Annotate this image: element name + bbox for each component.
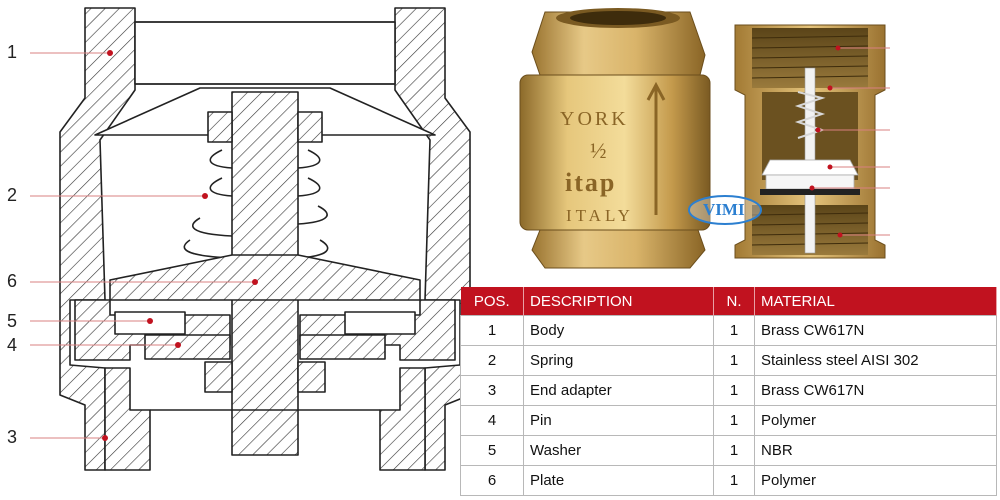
cell-material: Stainless steel AISI 302 xyxy=(754,345,997,376)
table-row: 2 Spring 1 Stainless steel AISI 302 xyxy=(460,345,997,376)
leader-dots xyxy=(102,50,258,441)
table-row: 3 End adapter 1 Brass CW617N xyxy=(460,375,997,406)
pin-holder-right xyxy=(299,334,386,360)
callout-2: 2 xyxy=(7,185,18,205)
cell-pos: 5 xyxy=(460,435,524,466)
cell-pos: 1 xyxy=(460,315,524,346)
washer-right xyxy=(344,311,416,335)
header-pos: POS. xyxy=(460,287,524,316)
origin-engraving: ITALY xyxy=(566,206,634,225)
cell-n: 1 xyxy=(713,465,755,496)
cell-material: Brass CW617N xyxy=(754,375,997,406)
cell-material: Polymer xyxy=(754,465,997,496)
cell-description: End adapter xyxy=(523,375,714,406)
end-adapter xyxy=(104,367,151,471)
cell-n: 1 xyxy=(713,375,755,406)
header-description: DESCRIPTION xyxy=(523,287,714,316)
watermark-ellipse xyxy=(688,195,762,225)
cell-description: Spring xyxy=(523,345,714,376)
cell-pos: 2 xyxy=(460,345,524,376)
pin-holder-left xyxy=(144,334,231,360)
size-engraving: ½ xyxy=(590,138,607,163)
table-row: 5 Washer 1 NBR xyxy=(460,435,997,466)
cell-n: 1 xyxy=(713,405,755,436)
cell-pos: 6 xyxy=(460,465,524,496)
logo-engraving: itap xyxy=(565,168,617,197)
parts-table: POS. DESCRIPTION N. MATERIAL 1 Body 1 Br… xyxy=(460,287,997,496)
cell-n: 1 xyxy=(713,345,755,376)
table-row: 4 Pin 1 Polymer xyxy=(460,405,997,436)
plate-disk xyxy=(109,254,421,301)
header-material: MATERIAL xyxy=(754,287,997,316)
cell-material: Polymer xyxy=(754,405,997,436)
cross-section xyxy=(59,7,471,471)
callout-5: 5 xyxy=(7,311,18,331)
table-header-row: POS. DESCRIPTION N. MATERIAL xyxy=(460,287,997,316)
cutaway-photo xyxy=(734,24,890,259)
callout-6: 6 xyxy=(7,271,18,291)
callout-3: 3 xyxy=(7,427,18,447)
cell-n: 1 xyxy=(713,315,755,346)
watermark-text: VIMI xyxy=(703,200,745,219)
valve-photo xyxy=(519,8,711,269)
callout-1: 1 xyxy=(7,42,18,62)
cell-description: Washer xyxy=(523,435,714,466)
cell-description: Pin xyxy=(523,405,714,436)
cell-pos: 4 xyxy=(460,405,524,436)
brand-engraving: YORK xyxy=(560,108,629,130)
cell-material: NBR xyxy=(754,435,997,466)
leader-lines xyxy=(30,52,255,439)
cell-n: 1 xyxy=(713,435,755,466)
cell-pos: 3 xyxy=(460,375,524,406)
cell-description: Body xyxy=(523,315,714,346)
cell-material: Brass CW617N xyxy=(754,315,997,346)
header-n: N. xyxy=(713,287,755,316)
table-row: 1 Body 1 Brass CW617N xyxy=(460,315,997,346)
callout-4: 4 xyxy=(7,335,18,355)
cell-description: Plate xyxy=(523,465,714,496)
table-row: 6 Plate 1 Polymer xyxy=(460,465,997,496)
